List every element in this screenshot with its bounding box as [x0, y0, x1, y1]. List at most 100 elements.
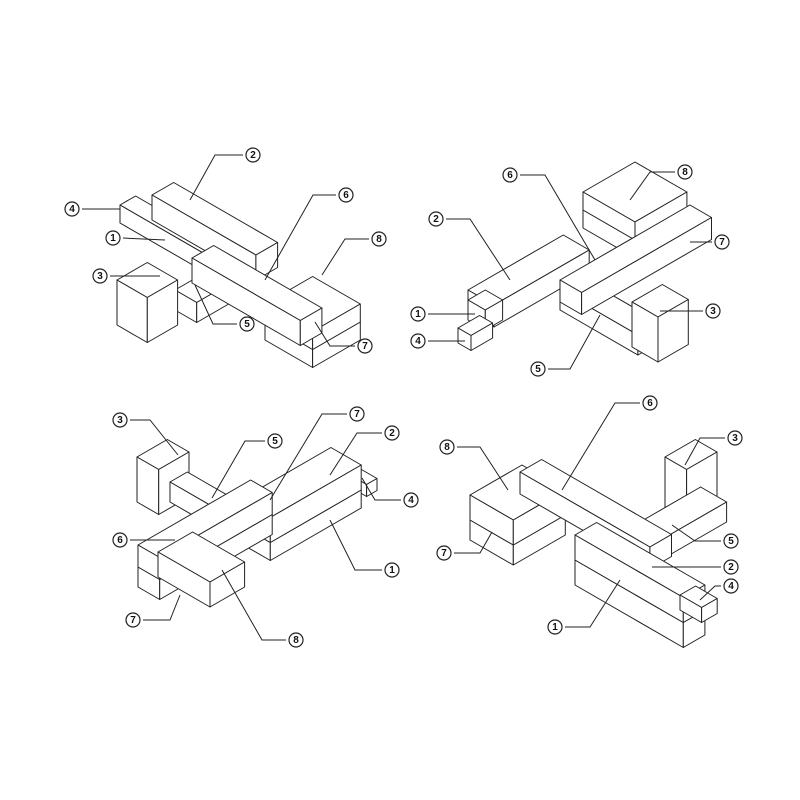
callout-bubble	[288, 632, 304, 648]
callout-number: 1	[415, 309, 421, 320]
part-8	[157, 531, 246, 608]
callout-number: 8	[682, 167, 688, 178]
callout-bubble	[239, 316, 255, 332]
callout-bubble	[723, 533, 739, 549]
callout-number: 4	[408, 495, 414, 506]
callout-4: 4	[410, 333, 465, 349]
callout-bubble	[723, 578, 739, 594]
callout-number: 5	[272, 436, 278, 447]
leader-line	[143, 594, 181, 621]
callout-7: 7	[436, 531, 493, 561]
callout-3: 3	[660, 303, 721, 319]
callout-number: 5	[244, 319, 250, 330]
callout-bubble	[105, 230, 121, 246]
callout-number: 4	[415, 336, 421, 347]
callout-number: 7	[441, 548, 447, 559]
callout-bubble	[410, 306, 426, 322]
callout-bubble	[338, 187, 354, 203]
callout-bubble	[428, 211, 444, 227]
callout-number: 5	[535, 364, 541, 375]
callout-number: 3	[732, 433, 738, 444]
callout-5: 5	[530, 314, 601, 377]
view-top-right: 6 2 8 7 3 1 4 5	[410, 161, 730, 377]
callout-bubble	[436, 545, 452, 561]
callout-7: 7	[690, 234, 730, 250]
callout-7: 7	[314, 321, 373, 354]
callout-4: 4	[361, 477, 419, 508]
callout-number: 3	[117, 415, 123, 426]
leader-line	[565, 579, 621, 628]
callout-bubble	[384, 425, 400, 441]
callout-number: 7	[354, 409, 360, 420]
callout-number: 7	[130, 615, 136, 626]
leader-line	[122, 237, 166, 241]
callout-bubble	[245, 147, 261, 163]
part-3	[631, 284, 689, 363]
leader-line	[269, 413, 347, 501]
callout-4: 4	[699, 578, 739, 601]
callout-bubble	[530, 361, 546, 377]
callout-bubble	[502, 167, 518, 183]
callout-8: 8	[439, 439, 509, 491]
leader-line	[699, 585, 721, 601]
callout-number: 6	[647, 398, 653, 409]
view-bottom-right: 6 3 8 5 7 2 4 1	[436, 395, 743, 648]
leader-line	[189, 154, 243, 201]
callout-8: 8	[321, 231, 387, 276]
callout-6: 6	[561, 395, 658, 491]
callout-7: 7	[125, 594, 181, 628]
leader-line	[457, 446, 509, 491]
leader-line	[671, 524, 721, 542]
callout-bubble	[267, 433, 283, 449]
leader-line	[520, 174, 596, 261]
callout-number: 6	[507, 170, 513, 181]
part-4	[679, 585, 718, 623]
leader-line	[321, 238, 369, 276]
callout-bubble	[723, 559, 739, 575]
callout-3: 3	[684, 430, 743, 466]
leader-line	[361, 477, 401, 501]
callout-2: 2	[189, 147, 261, 201]
leader-line	[629, 171, 675, 201]
callout-2: 2	[329, 425, 400, 476]
callout-number: 5	[728, 536, 734, 547]
leader-line	[454, 531, 493, 554]
callout-number: 8	[293, 635, 299, 646]
callout-number: 8	[444, 442, 450, 453]
callout-bubble	[357, 338, 373, 354]
part-3	[116, 262, 179, 343]
leader-line	[684, 437, 725, 466]
callout-bubble	[439, 439, 455, 455]
callout-bubble	[371, 231, 387, 247]
callout-number: 1	[552, 622, 558, 633]
callout-bubble	[727, 430, 743, 446]
callout-number: 2	[389, 428, 395, 439]
callout-number: 3	[710, 306, 716, 317]
callout-number: 1	[110, 233, 116, 244]
callout-bubble	[349, 406, 365, 422]
callout-number: 2	[433, 214, 439, 225]
callout-3: 3	[92, 268, 160, 284]
leader-line	[130, 419, 179, 456]
callout-number: 8	[376, 234, 382, 245]
callout-number: 7	[719, 237, 725, 248]
view-bottom-left: 3 7 5 2 4 6 1 7 8	[112, 406, 419, 648]
callout-number: 4	[69, 204, 75, 215]
callout-1: 1	[410, 306, 475, 322]
leader-line	[264, 194, 336, 281]
callout-number: 6	[117, 535, 123, 546]
part-6	[191, 245, 323, 346]
callout-bubble	[410, 333, 426, 349]
callout-4: 4	[64, 201, 120, 217]
callout-1: 1	[547, 579, 621, 635]
callout-1: 1	[329, 519, 400, 578]
callout-number: 2	[728, 562, 734, 573]
callout-5: 5	[194, 284, 255, 332]
callout-number: 2	[250, 150, 256, 161]
leader-line	[561, 402, 640, 491]
part-4	[457, 315, 494, 351]
leader-line	[548, 314, 601, 370]
leader-line	[221, 569, 286, 641]
